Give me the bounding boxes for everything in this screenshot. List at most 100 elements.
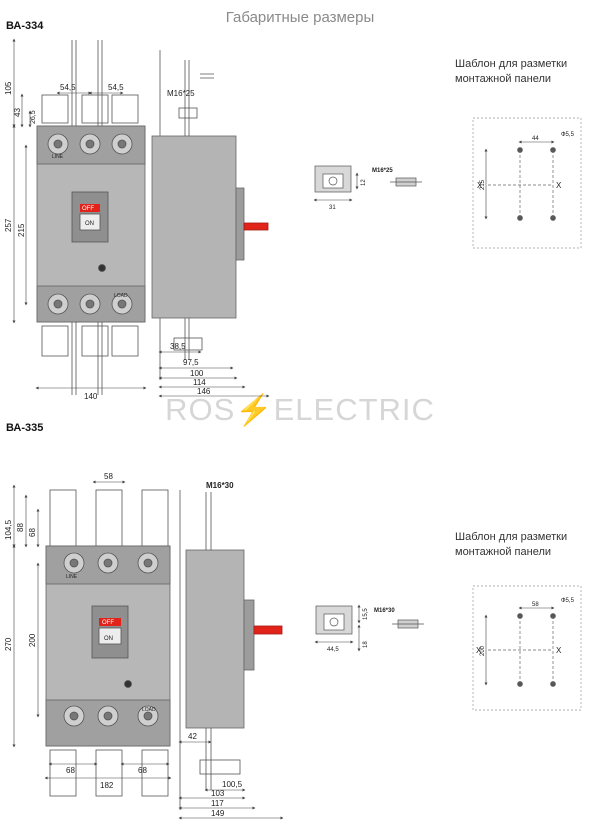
terminal-screw-center — [85, 299, 95, 309]
va335-detail-labels: M16*30 44,5 15,5 18 — [327, 608, 395, 653]
terminal-screw-center — [117, 299, 127, 309]
va334-terminal-detail — [313, 165, 422, 202]
dim-68-b1: 68 — [66, 766, 75, 775]
template-caption-line2: монтажной панели — [455, 546, 552, 558]
bolt-side — [199, 759, 241, 775]
terminal-screw-center — [53, 299, 63, 309]
terminal-screw-center — [143, 711, 153, 721]
test-button — [98, 264, 106, 272]
dim-97-5: 97,5 — [183, 358, 199, 367]
template-height: 215 — [480, 179, 486, 190]
dim-146: 146 — [197, 387, 211, 396]
top-terminal-bracket — [41, 94, 69, 124]
detail-screw-m16-25: M16*25 — [372, 168, 393, 174]
bottom-terminal-bracket — [81, 325, 109, 357]
screw-m16-30: M16*30 — [206, 481, 234, 490]
handle-window — [91, 605, 129, 659]
terminal-screw-center — [53, 139, 63, 149]
bottom-terminal-bracket — [95, 749, 123, 797]
handle-on — [79, 213, 101, 231]
template-caption-va335: Шаблон для разметки монтажной панели — [455, 530, 567, 560]
load-label: LOAD — [114, 293, 128, 299]
bottom-terminal-bracket — [111, 325, 139, 357]
va335-side-dim-labels: M16*30 42 100,5 103 117 149 — [188, 481, 243, 818]
switch-off-label: OFF — [102, 620, 114, 626]
va335-side-view — [179, 490, 283, 810]
handle-on — [98, 627, 122, 645]
handle-base — [235, 187, 245, 261]
top-terminal-bracket — [95, 489, 123, 547]
handle-red-side — [253, 625, 283, 635]
template-caption-line1: Шаблон для разметки — [455, 531, 568, 543]
dim-38-5: 38,5 — [170, 342, 186, 351]
template-caption-va334: Шаблон для разметки монтажной панели — [455, 57, 567, 87]
va334-front-text: OFF ON LINE LOAD — [52, 154, 128, 299]
bottom-terminal-bracket — [41, 325, 69, 357]
template-caption-line2: монтажной панели — [455, 73, 552, 85]
va335-front-dim-labels: 58 104,5 88 68 270 200 68 68 182 — [4, 472, 147, 790]
detail-dim-18: 18 — [363, 641, 369, 648]
va334-template-labels: Ф5,5 44 215 X X — [477, 132, 575, 190]
line-label: LINE — [52, 154, 64, 160]
dim-100-5: 100,5 — [222, 780, 243, 789]
dim-103: 103 — [211, 789, 225, 798]
dim-68-b2: 68 — [138, 766, 147, 775]
watermark-right: ELECTRIC — [273, 392, 435, 427]
va334-side-dimensions — [158, 350, 270, 398]
screw-arrow — [200, 73, 214, 79]
line-label: LINE — [66, 574, 78, 580]
va335-front-dimensions — [12, 480, 172, 780]
top-terminal-bracket — [111, 94, 139, 124]
handle-red-side — [243, 222, 269, 231]
dim-182: 182 — [100, 781, 114, 790]
handle-base — [243, 599, 255, 671]
terminal-screw-center — [143, 558, 153, 568]
page-title: Габаритные размеры — [225, 9, 375, 26]
watermark: ROS⚡ELECTRIC — [0, 392, 600, 428]
dim-149: 149 — [211, 809, 225, 818]
terminal-screw-center — [117, 139, 127, 149]
dim-54-5-a: 54,5 — [60, 83, 76, 92]
bolt-side — [173, 337, 203, 351]
terminal-screw-center — [69, 558, 79, 568]
screw-m16-25: M16*25 — [167, 89, 195, 98]
top-terminal-bracket — [49, 489, 77, 547]
handle-red — [99, 618, 121, 626]
switch-off-label: OFF — [82, 206, 94, 212]
template-spacing: 44 — [532, 136, 539, 142]
breaker-side-body — [185, 549, 245, 729]
axis-x-right: X — [556, 646, 562, 655]
dim-215: 215 — [17, 223, 26, 237]
dim-88: 88 — [16, 523, 25, 532]
va334-detail-labels: M16*25 31 12 — [329, 168, 393, 211]
va335-template-labels: Ф5,5 58 200 X X — [476, 598, 575, 656]
dim-68: 68 — [28, 528, 37, 537]
template-height: 200 — [480, 645, 486, 656]
va334-front-dim-labels: 105 43 26,5 257 215 54,5 54,5 140 — [4, 81, 124, 401]
terminal-screw-center — [103, 711, 113, 721]
dim-257: 257 — [4, 218, 13, 232]
bolt-side — [178, 107, 198, 119]
top-terminal-bracket — [141, 489, 169, 547]
dim-140: 140 — [84, 392, 98, 401]
dim-117: 117 — [211, 799, 224, 808]
dim-26-5: 26,5 — [30, 110, 37, 124]
va335-terminal-detail — [314, 604, 424, 652]
detail-screw-m16-30: M16*30 — [374, 608, 395, 614]
dim-200: 200 — [28, 633, 37, 647]
dim-105: 105 — [4, 81, 13, 95]
section-label-va334: ВА-334 — [6, 20, 44, 32]
va335-front-view — [45, 489, 171, 797]
terminal-screw-center — [103, 558, 113, 568]
lightning-bolt-icon: ⚡ — [235, 394, 274, 427]
dim-54-5-b: 54,5 — [108, 83, 124, 92]
handle-red — [80, 204, 100, 212]
switch-on-label: ON — [85, 221, 94, 227]
detail-dim-15-5: 15,5 — [363, 608, 369, 620]
va334-front-view — [36, 40, 146, 395]
watermark-left: ROS — [165, 392, 236, 427]
detail-dim-12: 12 — [361, 179, 367, 186]
terminal-screw-center — [85, 139, 95, 149]
va335-mounting-template — [472, 585, 582, 711]
